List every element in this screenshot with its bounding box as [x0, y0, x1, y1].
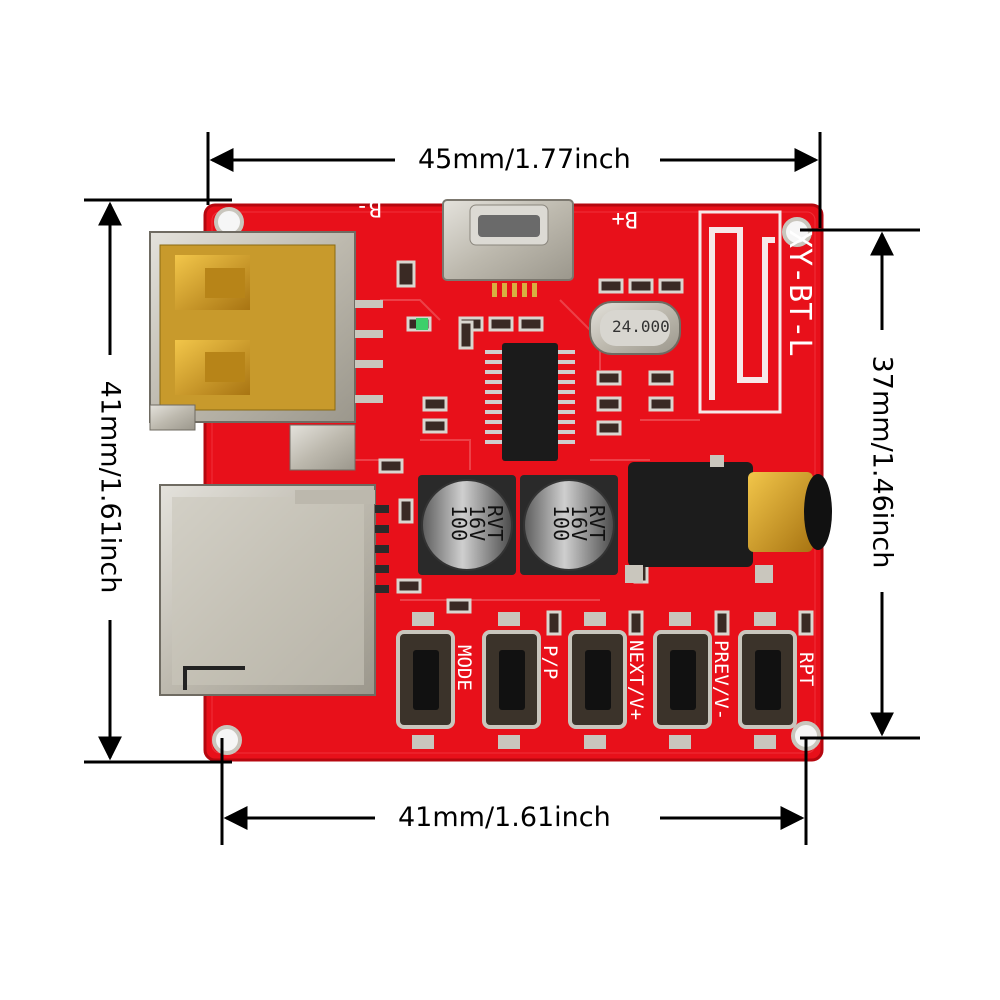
- capacitor-2-voltage: 16V: [567, 505, 591, 541]
- button-label-prev: PREV/V-: [710, 640, 732, 720]
- tactile-button-prev: [653, 612, 712, 749]
- capacitor-2-text: 100 16V RVT: [549, 505, 609, 541]
- tactile-button-repeat: [738, 612, 797, 749]
- mounting-hole-bottom-left: [212, 725, 242, 755]
- capacitor-1-text: 100 16V RVT: [447, 505, 507, 541]
- tactile-button-play-pause: [482, 612, 541, 749]
- capacitor-1-value: 100: [447, 505, 471, 541]
- crystal-oscillator: [589, 301, 681, 355]
- button-label-repeat: RPT: [795, 652, 817, 686]
- dimension-arrows: [98, 148, 894, 830]
- battery-plus-label: B+: [612, 206, 639, 231]
- micro-usb-port: [442, 199, 574, 297]
- tactile-button-next: [568, 612, 627, 749]
- main-ic-chip: [485, 343, 575, 461]
- dimension-lines: [84, 132, 920, 845]
- tactile-button-mode: [396, 612, 455, 749]
- button-label-mode: MODE: [453, 645, 475, 691]
- electrolytic-capacitor-1: [418, 475, 516, 575]
- sd-card-slot: [159, 484, 389, 696]
- board-model-label: XY-BT-L: [782, 230, 817, 356]
- battery-minus-label: B-: [356, 195, 383, 220]
- smd-components: [378, 260, 814, 636]
- button-label-next: NEXT/V+: [625, 640, 647, 720]
- usb-a-port: [149, 231, 383, 471]
- left-height-label: 41mm/1.61inch: [94, 380, 126, 594]
- capacitor-2-value: 100: [549, 505, 573, 541]
- mounting-hole-top-right: [782, 217, 812, 247]
- bottom-width-label: 41mm/1.61inch: [398, 802, 611, 833]
- electrolytic-capacitor-2: [520, 475, 618, 575]
- button-label-play-pause: P/P: [539, 645, 561, 679]
- capacitor-1-series: RVT: [483, 505, 507, 541]
- top-width-label: 45mm/1.77inch: [418, 144, 631, 175]
- right-height-label: 37mm/1.46inch: [866, 355, 898, 569]
- audio-jack: [625, 455, 832, 583]
- capacitor-2-series: RVT: [585, 505, 609, 541]
- crystal-label: 24.000: [612, 317, 670, 336]
- capacitor-1-voltage: 16V: [465, 505, 489, 541]
- bluetooth-antenna: [698, 210, 782, 414]
